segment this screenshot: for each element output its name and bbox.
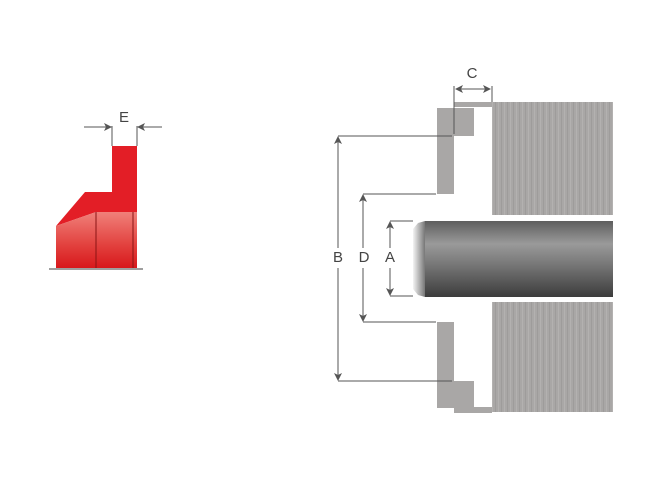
seal-profile: E (49, 109, 162, 270)
seal-outer-top (437, 108, 454, 194)
housing-top (492, 102, 613, 215)
seal-lip (56, 146, 137, 226)
dimension-label-d: D (359, 249, 370, 266)
dimension-label-a: A (385, 249, 395, 266)
seal-outer-bottom (437, 322, 454, 408)
seal-lip-top (454, 108, 474, 136)
dimension-label-b: B (333, 249, 343, 266)
assembly-view: C B D A (333, 65, 613, 413)
shaft-chamfer (413, 221, 425, 297)
housing-top-strip (454, 102, 492, 107)
seal-lip-bottom (454, 381, 474, 408)
housing-bottom-strip (454, 407, 492, 413)
housing-bottom (492, 302, 613, 412)
shaft (425, 221, 613, 297)
dimension-label-e: E (119, 109, 129, 126)
dimension-label-c: C (467, 65, 478, 82)
